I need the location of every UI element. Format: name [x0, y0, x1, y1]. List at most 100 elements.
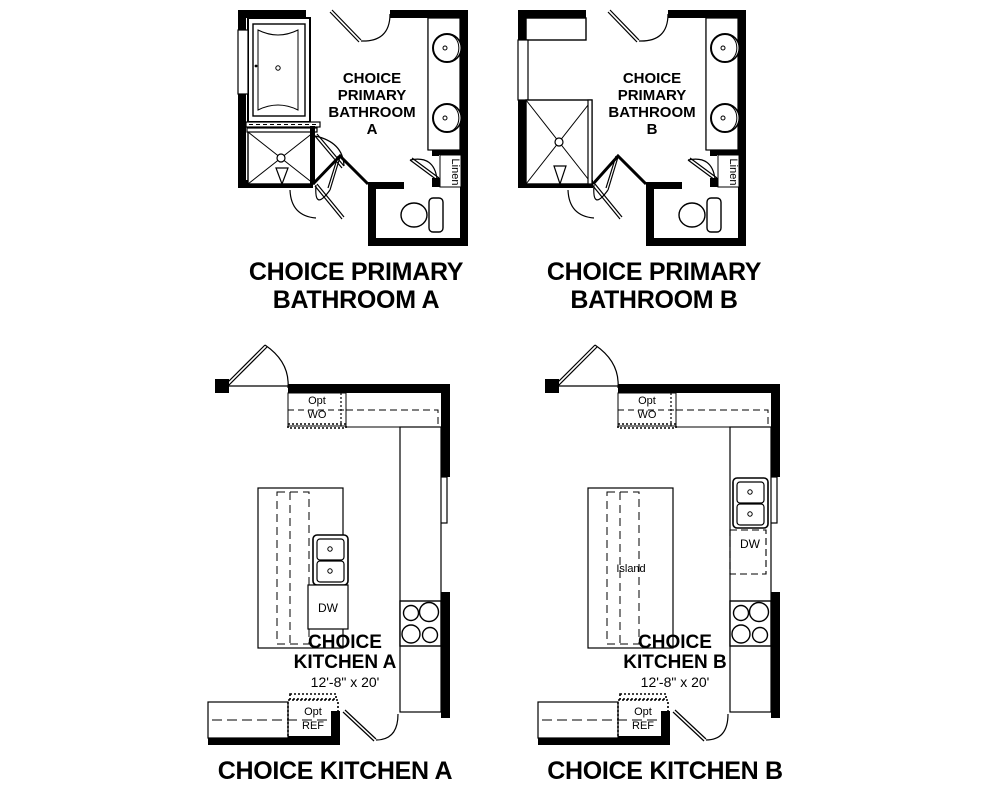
wall-linen-left-nub-b — [710, 148, 717, 156]
caption-choice-kitchen-b: CHOICE KITCHEN B — [547, 757, 783, 785]
wall-bottom-b — [538, 736, 670, 745]
bath-a-label-3: BATHROOM — [328, 104, 415, 121]
wall-bottom-right-nub-a — [331, 711, 340, 745]
kitchen-b-base-counter-right — [729, 426, 772, 713]
kitchen-a-opt-refrigerator: Opt REF — [207, 693, 339, 741]
kitchen-a-inner-label-2: KITCHEN A — [294, 652, 397, 673]
bath-a-corner-shower — [245, 121, 345, 186]
caption-bath-b-line2: BATHROOM B — [570, 286, 738, 314]
dw-label-b: DW — [740, 537, 761, 551]
wall-jamb-b — [545, 379, 559, 393]
wo-label-a: WO — [308, 409, 327, 421]
bath-a-inner-labels: CHOICE PRIMARY BATHROOM A — [328, 70, 415, 138]
bath-a-label-4: A — [367, 121, 378, 138]
kitchen-a-dimensions: 12'-8" x 20' — [311, 674, 380, 690]
sink-bowl-upper — [432, 33, 462, 63]
bath-b-label-4: B — [647, 121, 658, 138]
wall-left — [238, 10, 246, 188]
bath-b-vanity — [705, 17, 740, 151]
wall-top-right — [390, 10, 468, 18]
wall-right-upper-b — [738, 10, 746, 150]
kitchen-a-base-counter-right — [399, 426, 442, 713]
caption-bath-a-line2: BATHROOM A — [272, 286, 440, 314]
bath-b-label-1: CHOICE — [623, 70, 681, 87]
wall-right-upper-b2 — [771, 384, 780, 477]
opt-label-a: Opt — [308, 395, 326, 407]
wall-linen-left-lower-b — [710, 178, 720, 187]
wall-top-right-b — [668, 10, 746, 18]
bath-b-linen-closet: Linen — [687, 154, 740, 188]
opt-ref-ref-a: REF — [302, 720, 324, 732]
wall-bottom-right-nub-b — [661, 711, 670, 745]
caption-bath-a-line1: CHOICE PRIMARY — [248, 258, 464, 286]
kitchen-a-inner-label-1: CHOICE — [308, 632, 382, 653]
linen-label-b: Linen — [727, 159, 739, 186]
kitchen-a-entry-door — [223, 344, 289, 389]
caption-bath-b-line1: CHOICE PRIMARY — [546, 258, 762, 286]
kitchen-b-inner-label-1: CHOICE — [638, 632, 712, 653]
kitchen-b-bottom-door — [672, 709, 729, 742]
sink-bowl-lower — [432, 103, 462, 133]
bath-a-label-2: PRIMARY — [338, 87, 407, 104]
wall-wc-right-b — [738, 182, 746, 246]
wall-linen-top-b — [710, 148, 746, 155]
kitchen-b-island: Island — [587, 487, 674, 649]
opt-label-b: Opt — [638, 395, 656, 407]
bath-a-linen-closet: Linen — [409, 154, 462, 188]
wall-top-left — [238, 10, 306, 18]
kitchen-b-inner-label-2: KITCHEN B — [623, 652, 726, 673]
caption-choice-primary-bathroom-a: CHOICE PRIMARY BATHROOM A — [196, 258, 516, 314]
island-label-b: Island — [616, 563, 645, 575]
plan-choice-kitchen-a: Opt WO — [207, 344, 450, 745]
kitchen-b-dimensions: 12'-8" x 20' — [641, 674, 710, 690]
bath-b-toilet — [678, 197, 722, 233]
bath-a-vanity — [427, 17, 462, 151]
opt-ref-ref-b: REF — [632, 720, 654, 732]
bath-b-upper-shelf — [517, 17, 587, 101]
caption-choice-kitchen-a: CHOICE KITCHEN A — [217, 757, 453, 785]
bath-b-doors — [567, 9, 669, 220]
bath-b-inner-labels: CHOICE PRIMARY BATHROOM B — [608, 70, 695, 138]
plan-choice-primary-bathroom-a: Linen — [237, 9, 468, 246]
wall-wc-bottom-b — [646, 238, 746, 246]
wall-wc-left — [368, 182, 376, 244]
bath-a-doors — [289, 9, 391, 220]
wall-top-a — [288, 384, 450, 393]
bath-b-label-2: PRIMARY — [618, 87, 687, 104]
caption-choice-primary-bathroom-b: CHOICE PRIMARY BATHROOM B — [494, 258, 814, 314]
wall-wc-right — [460, 182, 468, 246]
wall-right-lower-b2 — [771, 592, 780, 718]
wall-wc-bottom — [368, 238, 468, 246]
kitchen-b-dishwasher: DW — [729, 529, 767, 575]
bath-a-soaking-tub — [237, 17, 311, 123]
wall-linen-top — [432, 148, 468, 155]
wall-linen-right-b — [738, 148, 746, 190]
bath-b-label-3: BATHROOM — [608, 104, 695, 121]
plan-choice-primary-bathroom-b: Linen — [517, 9, 746, 246]
wo-label-b: WO — [638, 409, 657, 421]
wall-top-b — [618, 384, 780, 393]
wall-wc-left-b — [646, 182, 654, 244]
kitchen-b-wall-sink — [732, 477, 769, 529]
opt-ref-opt-b: Opt — [634, 706, 652, 718]
kitchen-a-island-sink — [312, 534, 349, 586]
bath-a-toilet — [400, 197, 444, 233]
bath-a-label-1: CHOICE — [343, 70, 401, 87]
kitchen-a-cooktop — [399, 600, 442, 647]
kitchen-b-entry-door — [553, 344, 619, 389]
wall-right-upper-a — [441, 384, 450, 477]
wall-linen-left-lower — [432, 178, 442, 187]
wall-wc-top-left-b — [646, 182, 682, 189]
linen-label: Linen — [449, 159, 461, 186]
wall-linen-right — [460, 148, 468, 190]
dw-label-a: DW — [318, 601, 339, 615]
kitchen-b-cooktop — [729, 600, 772, 647]
kitchen-a-walls — [208, 379, 450, 745]
wall-right-lower-a — [441, 592, 450, 718]
kitchen-a-dishwasher: DW — [307, 584, 349, 630]
kitchen-b-opt-wall-oven: Opt WO — [617, 392, 677, 429]
kitchen-b-walls — [538, 379, 780, 745]
